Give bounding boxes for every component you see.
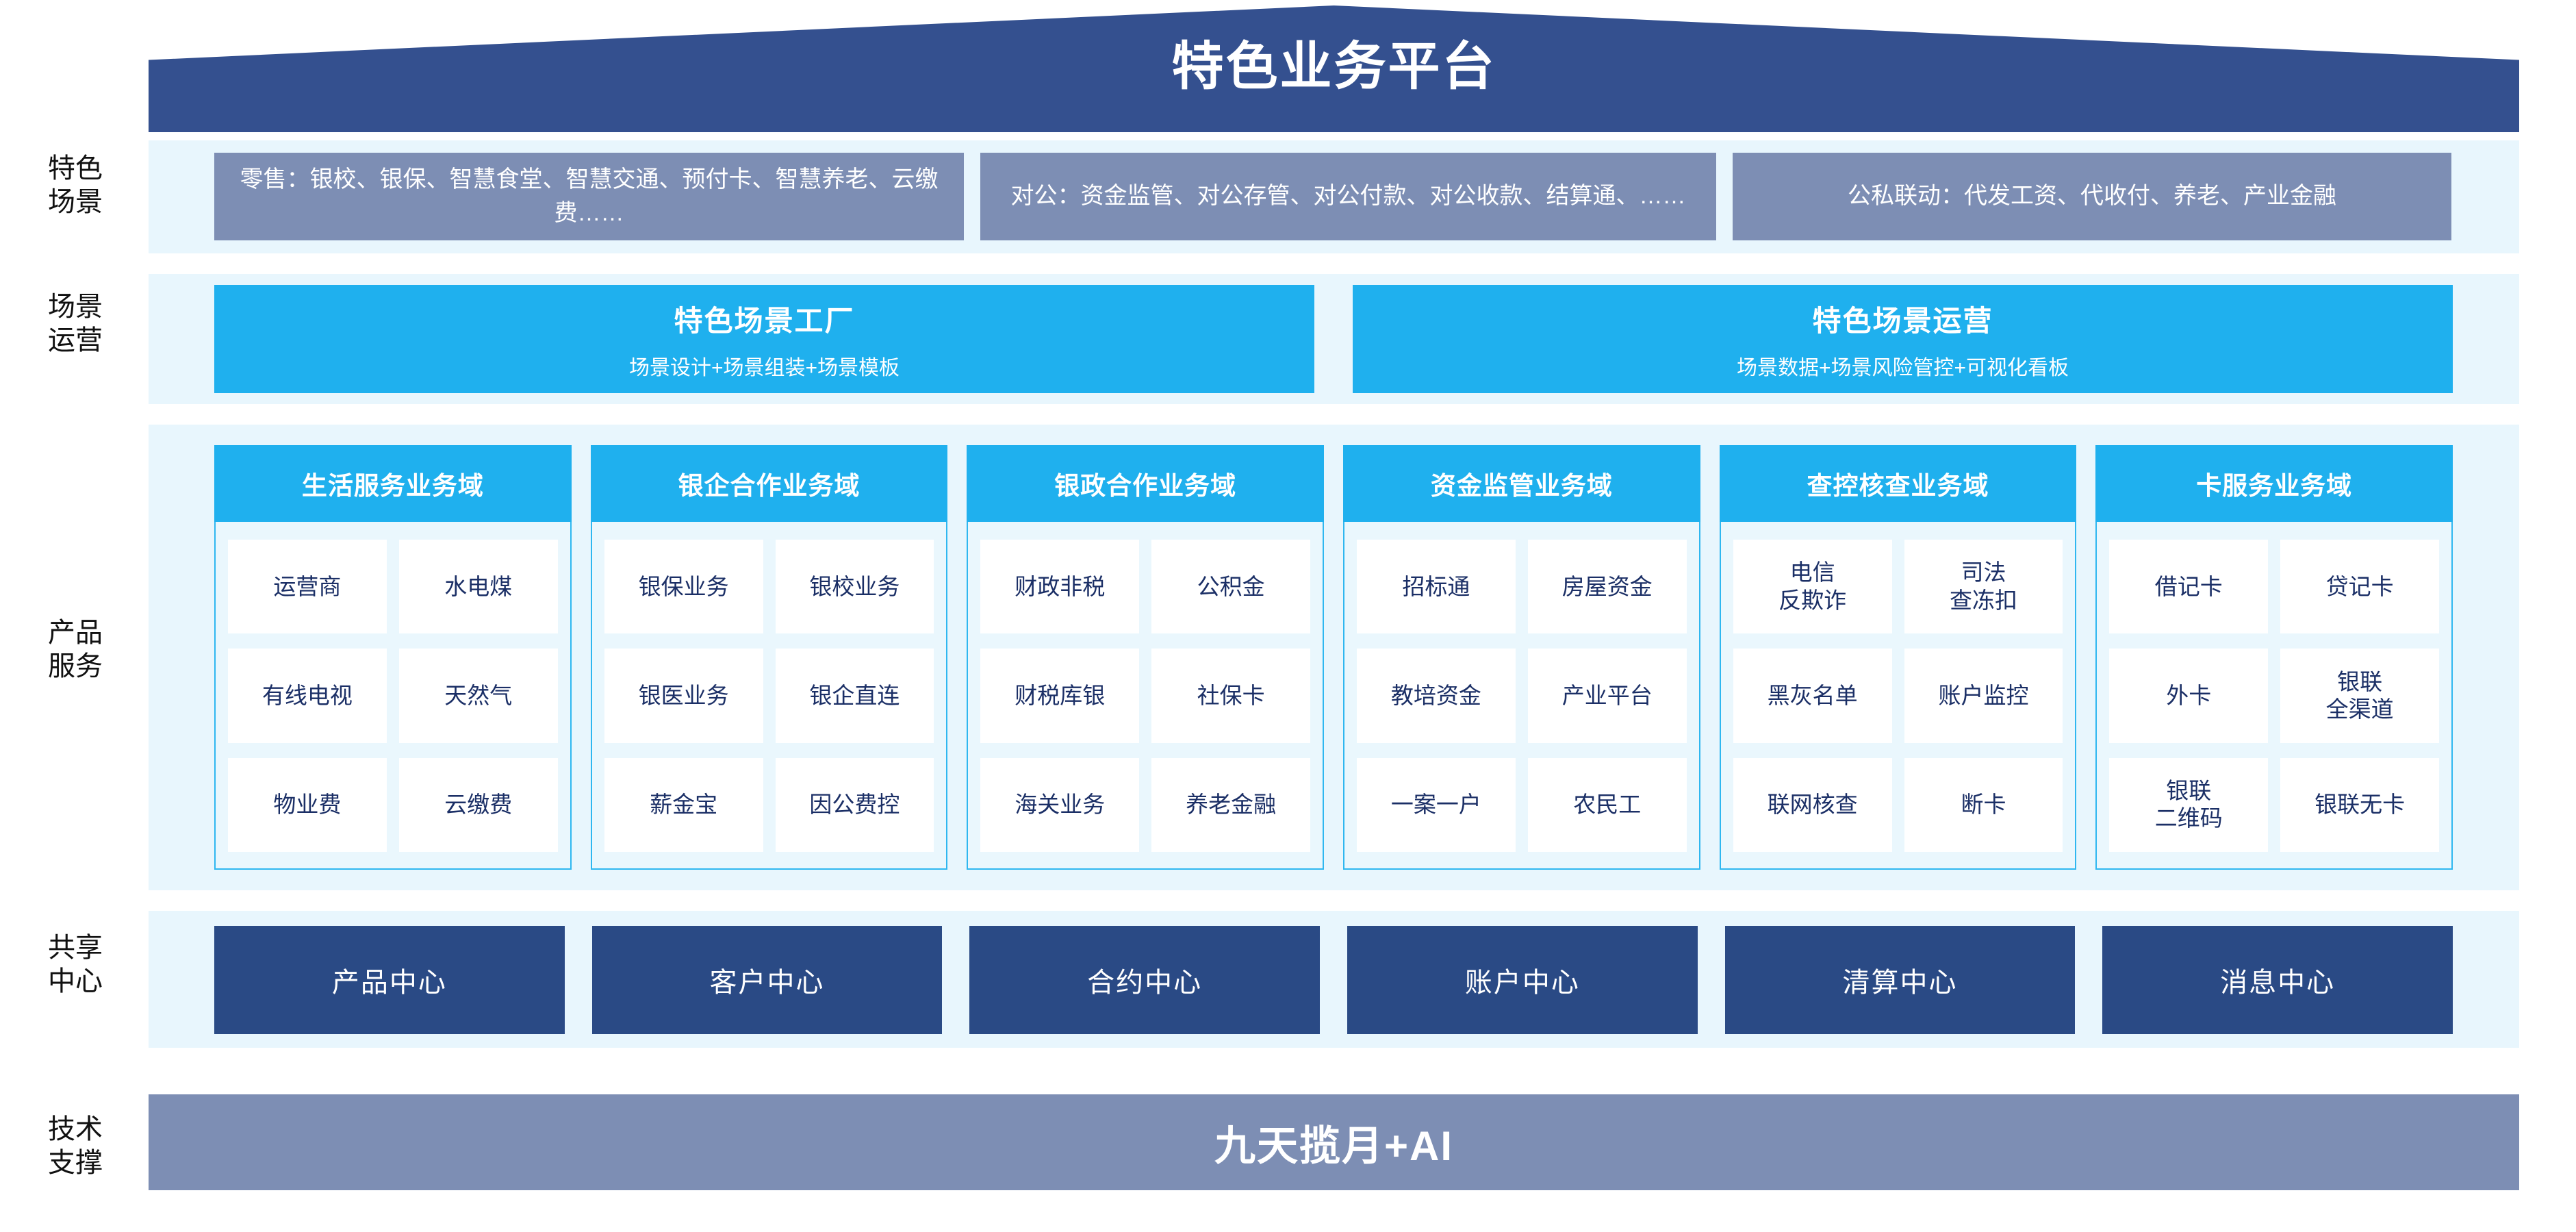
operations-band: 特色场景工厂 场景设计+场景组装+场景模板 特色场景运营 场景数据+场景风险管控… — [149, 274, 2519, 404]
scenario-box-list: 零售：银校、银保、智慧食堂、智慧交通、预付卡、智慧养老、云缴费…… 对公：资金监… — [214, 153, 2453, 240]
axis-label-products: 产品 服务 — [48, 618, 103, 681]
domain-item[interactable]: 产业平台 — [1527, 649, 1687, 743]
domain-item[interactable]: 水电煤 — [398, 540, 558, 634]
domain-item[interactable]: 银企直连 — [775, 649, 934, 743]
scenario-box-public-private[interactable]: 公私联动：代发工资、代收付、养老、产业金融 — [1733, 153, 2451, 240]
operations-title: 特色场景运营 — [1812, 304, 1993, 337]
domain-item[interactable]: 黑灰名单 — [1733, 649, 1892, 743]
domain-card-investigation-control[interactable]: 查控核查业务域 电信 反欺诈 司法 查冻扣 黑灰名单 账户监控 联网核查 断卡 — [1719, 445, 2077, 870]
axis-label-shared-centers: 共享 中心 — [48, 933, 103, 996]
domain-card-title: 查控核查业务域 — [1719, 445, 2077, 522]
domain-item[interactable]: 有线电视 — [228, 649, 387, 743]
shared-center-product[interactable]: 产品中心 — [214, 926, 565, 1034]
operations-subtitle: 场景设计+场景组装+场景模板 — [628, 356, 900, 379]
domain-item[interactable]: 养老金融 — [1151, 757, 1311, 852]
domain-card-title: 银政合作业务域 — [967, 445, 1325, 522]
domain-item[interactable]: 联网核查 — [1733, 757, 1892, 852]
domain-item-grid: 运营商 水电煤 有线电视 天然气 物业费 云缴费 — [216, 522, 570, 868]
operations-subtitle: 场景数据+场景风险管控+可视化看板 — [1736, 356, 2069, 379]
scenarios-band: 零售：银校、银保、智慧食堂、智慧交通、预付卡、智慧养老、云缴费…… 对公：资金监… — [149, 140, 2519, 253]
scenario-box-retail[interactable]: 零售：银校、银保、智慧食堂、智慧交通、预付卡、智慧养老、云缴费…… — [214, 153, 964, 240]
operations-box-scene-operation[interactable]: 特色场景运营 场景数据+场景风险管控+可视化看板 — [1353, 285, 2453, 393]
domain-item[interactable]: 天然气 — [398, 649, 558, 743]
domain-item[interactable]: 账户监控 — [1904, 649, 2063, 743]
domain-item[interactable]: 一案一户 — [1357, 757, 1516, 852]
shared-centers-band: 产品中心 客户中心 合约中心 账户中心 清算中心 消息中心 — [149, 911, 2519, 1048]
domain-item[interactable]: 断卡 — [1904, 757, 2063, 852]
domain-item[interactable]: 运营商 — [228, 540, 387, 634]
axis-label-operations: 场景 运营 — [48, 292, 103, 355]
platform-banner: 特色业务平台 — [149, 5, 2519, 132]
domain-item[interactable]: 财税库银 — [980, 649, 1140, 743]
domain-item[interactable]: 社保卡 — [1151, 649, 1311, 743]
domain-item[interactable]: 贷记卡 — [2280, 540, 2440, 634]
domain-item[interactable]: 薪金宝 — [604, 757, 763, 852]
domain-item-grid: 财政非税 公积金 财税库银 社保卡 海关业务 养老金融 — [968, 522, 1323, 868]
domain-item[interactable]: 因公费控 — [775, 757, 934, 852]
domain-item[interactable]: 外卡 — [2109, 649, 2269, 743]
operations-box-scene-factory[interactable]: 特色场景工厂 场景设计+场景组装+场景模板 — [214, 285, 1314, 393]
operations-box-list: 特色场景工厂 场景设计+场景组装+场景模板 特色场景运营 场景数据+场景风险管控… — [214, 285, 2453, 393]
domain-item[interactable]: 财政非税 — [980, 540, 1140, 634]
domain-item[interactable]: 银医业务 — [604, 649, 763, 743]
page-title: 特色业务平台 — [1171, 38, 1496, 96]
domain-item[interactable]: 招标通 — [1357, 540, 1516, 634]
axis-label-tech-support: 技术 支撑 — [48, 1114, 103, 1178]
domain-item[interactable]: 农民工 — [1527, 757, 1687, 852]
shared-center-customer[interactable]: 客户中心 — [591, 926, 943, 1034]
domain-card-fund-supervision[interactable]: 资金监管业务域 招标通 房屋资金 教培资金 产业平台 一案一户 农民工 — [1343, 445, 1700, 870]
domain-item[interactable]: 教培资金 — [1357, 649, 1516, 743]
domain-card-title: 生活服务业务域 — [214, 445, 572, 522]
domain-card-bank-government[interactable]: 银政合作业务域 财政非税 公积金 财税库银 社保卡 海关业务 养老金融 — [967, 445, 1325, 870]
domain-item[interactable]: 云缴费 — [398, 757, 558, 852]
domain-item[interactable]: 电信 反欺诈 — [1733, 540, 1892, 634]
domain-item[interactable]: 银联 全渠道 — [2280, 649, 2440, 743]
domain-card-bank-enterprise[interactable]: 银企合作业务域 银保业务 银校业务 银医业务 银企直连 薪金宝 因公费控 — [590, 445, 948, 870]
domain-item[interactable]: 司法 查冻扣 — [1904, 540, 2063, 634]
domain-card-title: 卡服务业务域 — [2095, 445, 2453, 522]
domain-item[interactable]: 公积金 — [1151, 540, 1311, 634]
shared-center-account[interactable]: 账户中心 — [1347, 926, 1698, 1034]
shared-center-list: 产品中心 客户中心 合约中心 账户中心 清算中心 消息中心 — [214, 926, 2453, 1034]
domain-item[interactable]: 借记卡 — [2109, 540, 2269, 634]
domain-item-grid: 招标通 房屋资金 教培资金 产业平台 一案一户 农民工 — [1344, 522, 1699, 868]
domain-item[interactable]: 房屋资金 — [1527, 540, 1687, 634]
domain-item[interactable]: 银保业务 — [604, 540, 763, 634]
axis-label-scenarios: 特色 场景 — [48, 153, 103, 217]
domain-item-grid: 电信 反欺诈 司法 查冻扣 黑灰名单 账户监控 联网核查 断卡 — [1721, 522, 2076, 868]
domain-card-life-service[interactable]: 生活服务业务域 运营商 水电煤 有线电视 天然气 物业费 云缴费 — [214, 445, 572, 870]
shared-center-settlement[interactable]: 清算中心 — [1724, 926, 2076, 1034]
domain-item[interactable]: 海关业务 — [980, 757, 1140, 852]
domain-item[interactable]: 物业费 — [228, 757, 387, 852]
domain-item[interactable]: 银校业务 — [775, 540, 934, 634]
domain-card-card-service[interactable]: 卡服务业务域 借记卡 贷记卡 外卡 银联 全渠道 银联 二维码 银联无卡 — [2095, 445, 2453, 870]
tech-support-bar[interactable]: 九天揽月+AI — [149, 1094, 2519, 1190]
domain-item[interactable]: 银联无卡 — [2280, 757, 2440, 852]
domain-item-grid: 银保业务 银校业务 银医业务 银企直连 薪金宝 因公费控 — [592, 522, 947, 868]
domain-item[interactable]: 银联 二维码 — [2109, 757, 2269, 852]
domain-card-title: 银企合作业务域 — [590, 445, 948, 522]
shared-center-contract[interactable]: 合约中心 — [969, 926, 1321, 1034]
scenario-box-corporate[interactable]: 对公：资金监管、对公存管、对公付款、对公收款、结算通、…… — [980, 153, 1716, 240]
domain-card-list: 生活服务业务域 运营商 水电煤 有线电视 天然气 物业费 云缴费 银企合作业务域… — [214, 445, 2453, 870]
operations-title: 特色场景工厂 — [674, 304, 855, 337]
products-band: 生活服务业务域 运营商 水电煤 有线电视 天然气 物业费 云缴费 银企合作业务域… — [149, 425, 2519, 890]
domain-card-title: 资金监管业务域 — [1343, 445, 1700, 522]
shared-center-message[interactable]: 消息中心 — [2102, 926, 2453, 1034]
domain-item-grid: 借记卡 贷记卡 外卡 银联 全渠道 银联 二维码 银联无卡 — [2097, 522, 2451, 868]
